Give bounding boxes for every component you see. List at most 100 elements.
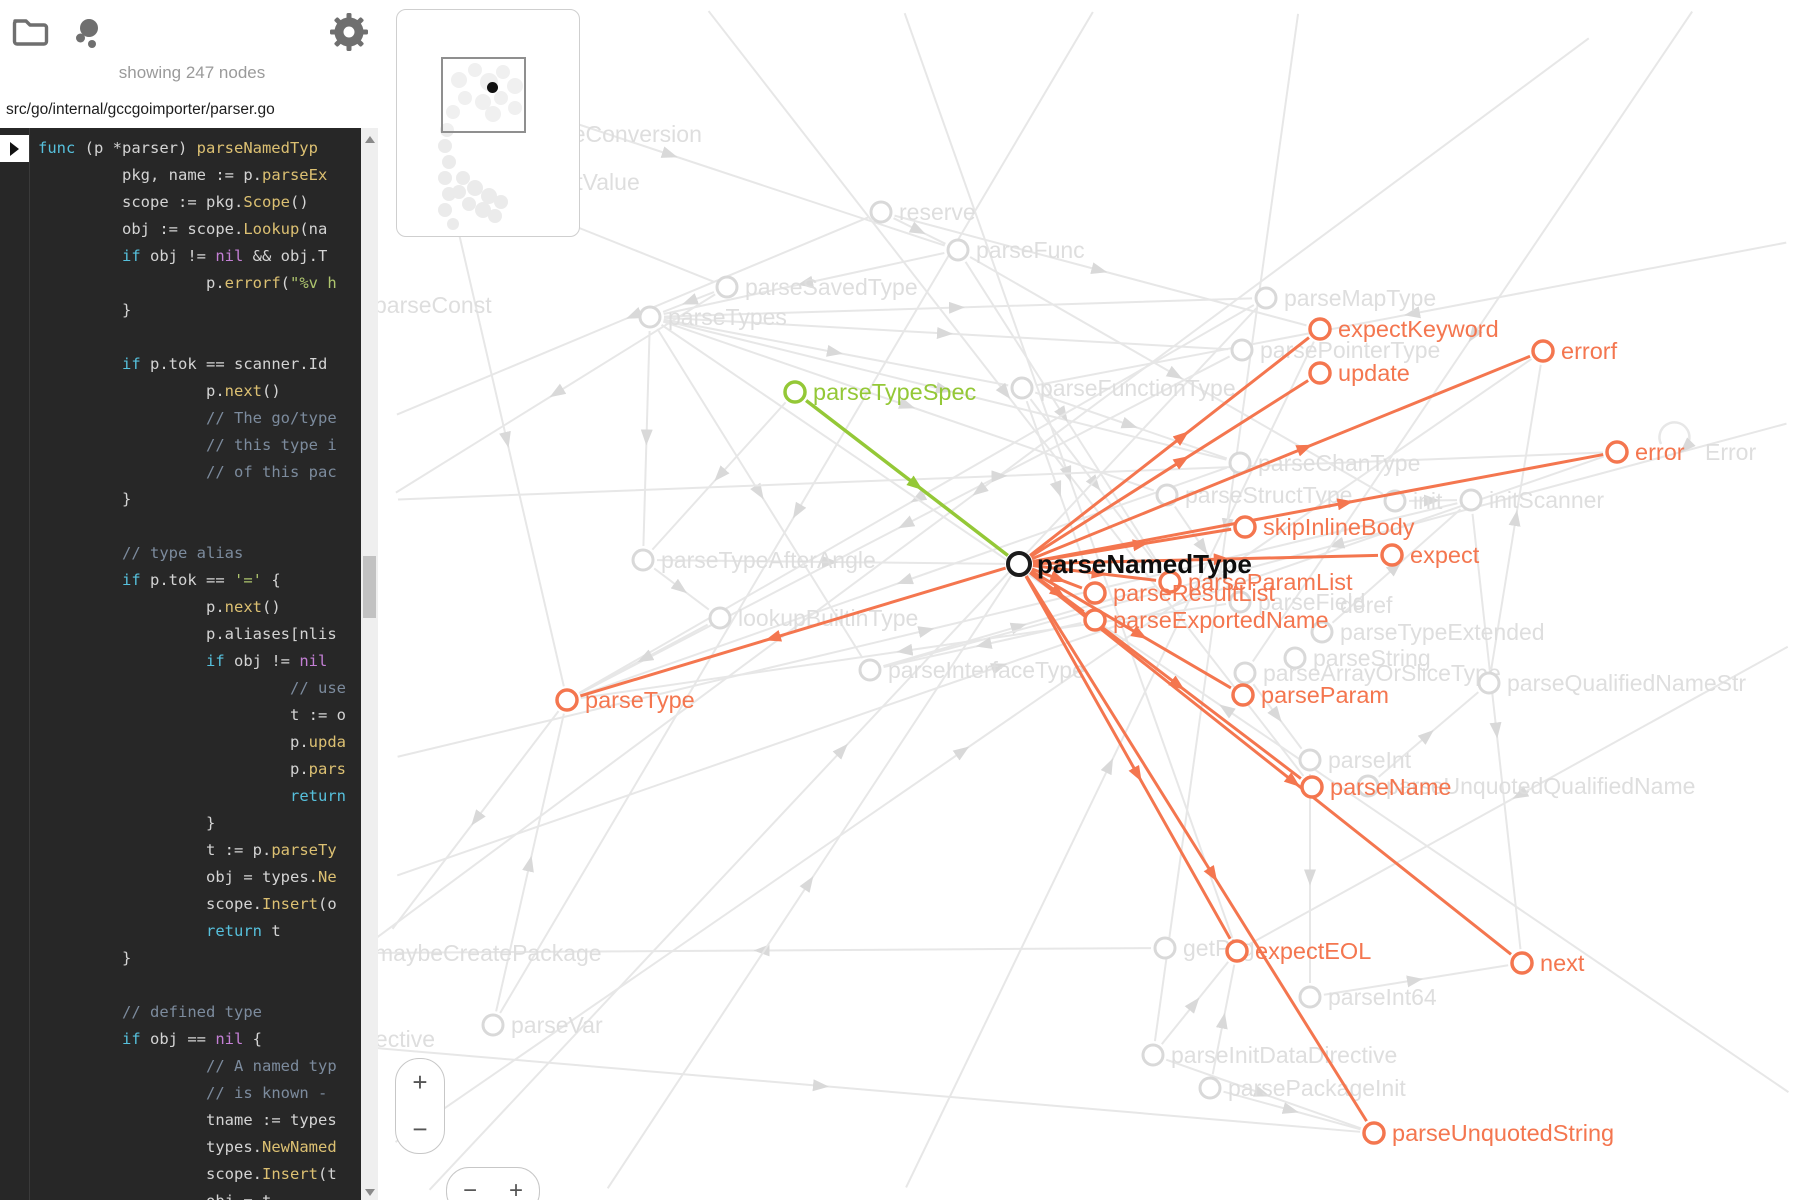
- code-line: // is known -: [206, 1084, 328, 1102]
- code-line: // this type i: [206, 436, 337, 454]
- graph-node-label: parseType: [585, 687, 695, 713]
- graph-node-parseSavedType[interactable]: parseSavedType: [715, 274, 918, 300]
- code-line: }: [206, 814, 216, 832]
- code-line: return t: [206, 922, 281, 940]
- graph-node-label: parseTypeAfterAngle: [661, 547, 876, 573]
- code-line: [30, 972, 361, 999]
- graph-node-parseTypeAfterAngle[interactable]: parseTypeAfterAngle: [631, 547, 876, 573]
- graph-node-label: parseInitDataDirective: [1171, 1042, 1397, 1068]
- graph-node-parseInterfaceType[interactable]: parseInterfaceType: [858, 657, 1085, 683]
- graph-node-label: parseTypeSpec: [813, 379, 977, 405]
- graph-node-label: lookupBuiltinType: [738, 605, 918, 631]
- code-line: types.NewNamed: [206, 1138, 337, 1156]
- scrollbar-down-arrow-icon[interactable]: [365, 1189, 375, 1196]
- graph-node-parseInt[interactable]: parseInt: [1298, 747, 1412, 773]
- settings-gear-icon[interactable]: [330, 13, 368, 51]
- code-line: if obj != nil && obj.T: [122, 247, 328, 265]
- graph-nodes-icon[interactable]: [76, 16, 112, 52]
- graph-node-parseNamedType[interactable]: parseNamedType: [1006, 549, 1252, 579]
- code-line: scope.Insert(t: [206, 1165, 337, 1183]
- graph-node-reserve[interactable]: reserve: [869, 199, 976, 225]
- code-line: // The go/type: [206, 409, 337, 427]
- graph-node-label: deref: [1340, 592, 1393, 618]
- zoom-out-button[interactable]: −: [412, 1114, 428, 1144]
- graph-node-parseFunctionType[interactable]: parseFunctionType: [1010, 375, 1236, 401]
- graph-node-errorf[interactable]: errorf: [1531, 338, 1618, 364]
- highlighted-nodes: expectKeyword errorf update error skipInline…: [555, 316, 1685, 1146]
- muted-edges: [283, 10, 1789, 1191]
- graph-node-next[interactable]: next: [1510, 950, 1585, 976]
- code-line: return: [290, 787, 346, 805]
- zoom-in-button[interactable]: +: [412, 1067, 428, 1097]
- graph-node-label: parseNamedType: [1037, 549, 1252, 579]
- graph-node-parseQualifiedNameStr[interactable]: parseQualifiedNameStr: [1477, 670, 1746, 696]
- graph-node-deref[interactable]: deref: [1340, 592, 1393, 618]
- graph-node-initScanner[interactable]: initScanner: [1459, 487, 1604, 513]
- graph-node-parseVar[interactable]: parseVar: [481, 1012, 603, 1038]
- graph-node-label: parseQualifiedNameStr: [1507, 670, 1746, 696]
- graph-node-parseName[interactable]: parseName: [1300, 774, 1451, 800]
- graph-node-maybeCreatePackage[interactable]: maybeCreatePackage: [344, 940, 602, 966]
- minimap[interactable]: [396, 9, 580, 237]
- code-line: if p.tok == scanner.Id: [122, 355, 328, 373]
- graph-node-parseExportedName[interactable]: parseExportedName: [1083, 607, 1329, 633]
- graph-node-update[interactable]: update: [1308, 360, 1410, 386]
- graph-node-init[interactable]: init: [1383, 488, 1443, 514]
- graph-node-label: parseUnquotedString: [1392, 1120, 1614, 1146]
- scrollbar-up-arrow-icon[interactable]: [365, 136, 375, 143]
- graph-node-parseTypes[interactable]: parseTypes: [638, 304, 787, 330]
- graph-node-label: parseTypeExtended: [1340, 619, 1545, 645]
- graph-node-label: next: [1540, 950, 1585, 976]
- graph-node-parseString[interactable]: parseString: [1283, 645, 1431, 671]
- graph-node-parseParamList[interactable]: parseParamList: [1158, 569, 1353, 595]
- editor-scrollbar[interactable]: [361, 128, 378, 1200]
- code-line: // type alias: [122, 544, 244, 562]
- graph-node-getPkg[interactable]: getPkg: [1153, 935, 1255, 961]
- minimap-selected-node-dot: [486, 81, 498, 93]
- fold-marker[interactable]: [0, 135, 29, 162]
- fold-triangle-icon: [10, 141, 19, 156]
- folder-icon[interactable]: [12, 14, 50, 48]
- graph-node-parseChanType[interactable]: parseChanType: [1228, 450, 1420, 476]
- graph-node-error[interactable]: error: [1605, 439, 1685, 465]
- graph-node-lookupBuiltinType[interactable]: lookupBuiltinType: [708, 605, 918, 631]
- graph-node-parseFunc[interactable]: parseFunc: [946, 237, 1085, 263]
- graph-node-label: parseFunc: [976, 237, 1085, 263]
- graph-node-parseUnquotedQualifiedName[interactable]: parseUnquotedQualifiedName: [1356, 773, 1695, 799]
- graph-node-parseArrayOrSliceType[interactable]: parseArrayOrSliceType: [1233, 660, 1501, 686]
- graph-node-label: expect: [1410, 542, 1480, 568]
- graph-node-parseInt64[interactable]: parseInt64: [1298, 984, 1437, 1010]
- graph-node-parsePointerType[interactable]: parsePointerType: [1230, 337, 1440, 363]
- graph-node-skipInlineBody[interactable]: skipInlineBody: [1233, 514, 1415, 540]
- graph-node-label: parseSavedType: [745, 274, 918, 300]
- graph-node-label: maybeCreatePackage: [374, 940, 602, 966]
- graph-node-parsePackageInit[interactable]: parsePackageInit: [1198, 1075, 1406, 1101]
- graph-node-parseField[interactable]: parseField: [1228, 589, 1365, 615]
- graph-node-Error[interactable]: Error: [1658, 421, 1756, 465]
- graph-node-parseInitDataDirective[interactable]: parseInitDataDirective: [1141, 1042, 1397, 1068]
- graph-node-label: parseFunctionType: [1040, 375, 1236, 401]
- graph-node-label: parseChanType: [1258, 450, 1420, 476]
- code-line: }: [122, 301, 132, 319]
- graph-node-expectEOL[interactable]: expectEOL: [1225, 938, 1371, 964]
- graph-node-parseStructType[interactable]: parseStructType: [1155, 482, 1352, 508]
- code-line: p.errorf("%v h: [206, 274, 337, 292]
- graph-node-label: parseExportedName: [1113, 607, 1329, 633]
- graph-node-parseTypeExtended[interactable]: parseTypeExtended: [1310, 619, 1545, 645]
- graph-node-label: parseInt64: [1328, 984, 1437, 1010]
- zoom-in-button-2[interactable]: +: [508, 1177, 523, 1200]
- graph-node-expect[interactable]: expect: [1380, 542, 1480, 568]
- graph-node-parseTypeSpec[interactable]: parseTypeSpec: [783, 379, 977, 405]
- zoom-out-button-2[interactable]: −: [462, 1177, 477, 1200]
- graph-node-parseType[interactable]: parseType: [555, 687, 695, 713]
- graph-node-parseParam[interactable]: parseParam: [1231, 682, 1389, 708]
- graph-node-parseUnquotedString[interactable]: parseUnquotedString: [1362, 1120, 1614, 1146]
- graph-node-parseResultList[interactable]: parseResultList: [1083, 580, 1275, 606]
- graph-node-label: init: [1413, 488, 1443, 514]
- minimap-viewport[interactable]: [441, 57, 526, 133]
- graph-node-label: parseString: [1313, 645, 1431, 671]
- graph-node-expectKeyword[interactable]: expectKeyword: [1308, 316, 1499, 342]
- graph-node-parseMapType[interactable]: parseMapType: [1254, 285, 1436, 311]
- scrollbar-thumb[interactable]: [363, 556, 376, 618]
